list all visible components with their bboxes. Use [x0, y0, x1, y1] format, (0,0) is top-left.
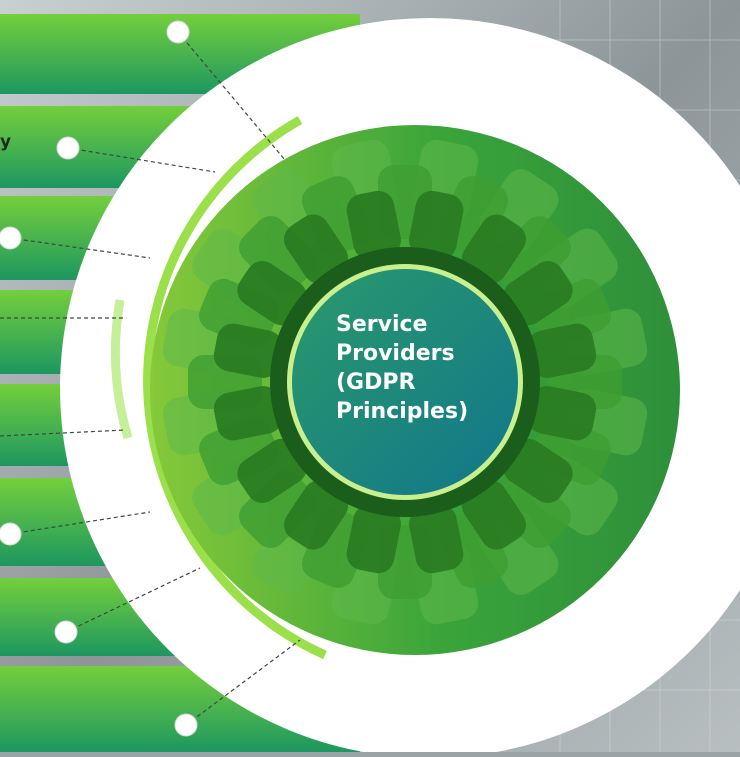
petal: [527, 323, 597, 378]
petal: [461, 214, 526, 284]
petal-ring: [162, 139, 648, 625]
petal: [527, 386, 597, 441]
petal: [239, 216, 317, 294]
petal: [284, 480, 349, 550]
petal: [213, 323, 283, 378]
connector-2: [67, 147, 216, 173]
dot-7: [54, 620, 78, 644]
center-title: Service Providers (GDPR Principles): [336, 310, 496, 426]
center-title-line-1: Service: [336, 312, 428, 337]
connector-dots: [0, 20, 198, 737]
dot-6: [0, 522, 22, 546]
petal: [284, 214, 349, 284]
center-core: [292, 269, 518, 495]
center-title-line-4: Principles): [336, 399, 469, 424]
connector-3: [9, 237, 151, 259]
petal: [237, 261, 307, 326]
connector-6: [9, 511, 151, 535]
petal: [493, 470, 571, 548]
petal: [503, 438, 573, 503]
dot-3: [0, 226, 22, 250]
connector-7: [65, 567, 201, 633]
band-2-label: y: [0, 132, 12, 152]
dot-2: [56, 136, 80, 160]
accent-arc-light: [110, 299, 133, 440]
petal: [409, 504, 464, 574]
center-title-line-2: Providers: [336, 341, 455, 366]
connector-lines: [0, 31, 301, 726]
connector-8: [185, 639, 301, 726]
petal: [213, 386, 283, 441]
petal: [346, 504, 401, 574]
petal: [461, 480, 526, 550]
dot-1: [166, 20, 190, 44]
dot-8: [174, 713, 198, 737]
petal: [503, 261, 573, 326]
petal: [493, 216, 571, 294]
petal: [346, 190, 401, 260]
petal: [237, 438, 307, 503]
petal: [239, 470, 317, 548]
petal: [409, 190, 464, 260]
accent-arc: [143, 116, 327, 660]
center-title-line-3: (GDPR: [336, 370, 416, 395]
